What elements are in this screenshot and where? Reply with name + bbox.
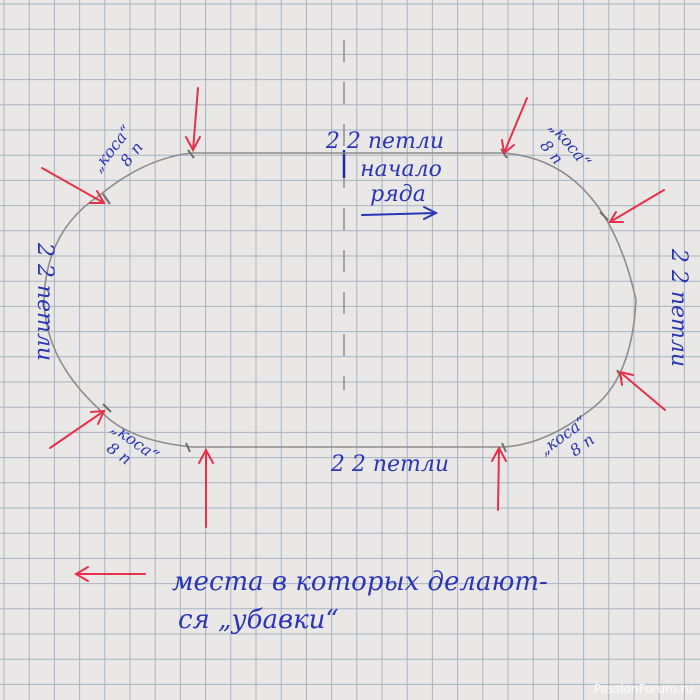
row-direction-arrow-icon	[361, 206, 439, 220]
cable-note-top-right: „коса“ 8 п	[536, 118, 595, 172]
bottom-loops-label: 2 2 петли	[330, 452, 449, 477]
legend-line-1: места в которых делают-	[172, 567, 548, 597]
left-loops-label: 2 2 петли	[32, 242, 57, 361]
watermark: PassionForum.ru	[594, 682, 693, 696]
top-loops-label: 2 2 петли	[325, 129, 444, 154]
arrow-bottom-right	[491, 445, 507, 511]
decrease-arrows	[41, 87, 666, 582]
arrow-left-lower	[49, 409, 106, 449]
legend-arrow-icon	[74, 566, 146, 582]
arrow-top-right	[501, 97, 528, 155]
arrow-bottom-left	[198, 447, 214, 528]
legend-line-2: ся „убавки“	[178, 605, 339, 635]
arrow-left-upper	[41, 167, 106, 204]
cable-note-bottom-right: „коса“ 8 п	[535, 412, 598, 460]
row-start-label-2: ряда	[370, 182, 426, 207]
cable-note-top-left: „коса“ 8 п	[88, 121, 147, 175]
oval-outline	[43, 152, 637, 448]
right-loops-label: 2 2 петли	[666, 248, 691, 367]
arrow-top-left	[185, 87, 201, 153]
arrow-right-lower	[618, 370, 666, 411]
arrow-right-upper	[608, 189, 665, 223]
row-start-label-1: начало	[360, 157, 442, 182]
